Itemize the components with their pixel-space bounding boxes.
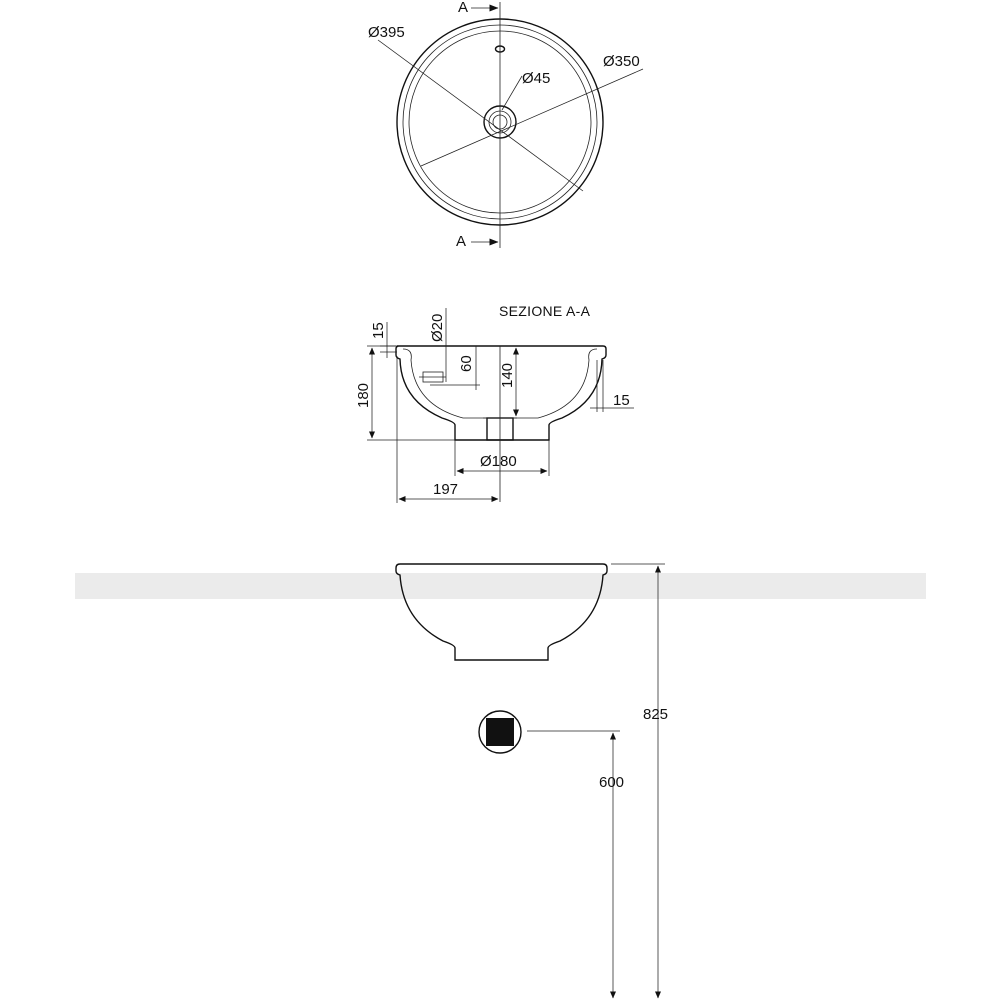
wall-outlet-ring [478,710,522,754]
inner-diameter-label: Ø350 [603,53,640,70]
basin-rim-height-label: 825 [643,706,668,723]
installed-basin [395,563,608,661]
outer-diameter-label: Ø395 [368,24,405,41]
half-width-label: 197 [433,481,458,498]
total-height-label: 180 [355,383,372,408]
drain-diameter-label: Ø45 [522,70,550,87]
wall-outlet-icon [486,718,514,746]
outlet-height-label: 600 [599,774,624,791]
plan-view: A A Ø395 Ø350 Ø45 [368,0,644,250]
section-title: SEZIONE A-A [499,303,591,319]
bowl-depth-label: 140 [499,363,516,388]
section-marker-bottom: A [456,233,466,250]
section-outer-profile [395,345,607,441]
rim-thickness-label: 15 [370,322,387,339]
overflow-diameter-label: Ø20 [429,314,446,342]
installation-view: 825 600 [75,563,926,999]
section-marker-top: A [458,0,468,16]
outer-diameter-leader [377,39,584,192]
section-view: SEZIONE A-A 15 180 Ø20 60 140 [355,303,634,503]
inner-diameter-leader [420,68,644,167]
overflow-height-label: 60 [458,355,475,372]
foot-diameter-label: Ø180 [480,453,517,470]
drain-diameter-leader [501,75,523,111]
countertop [75,573,926,599]
wall-thickness-label: 15 [613,392,630,409]
